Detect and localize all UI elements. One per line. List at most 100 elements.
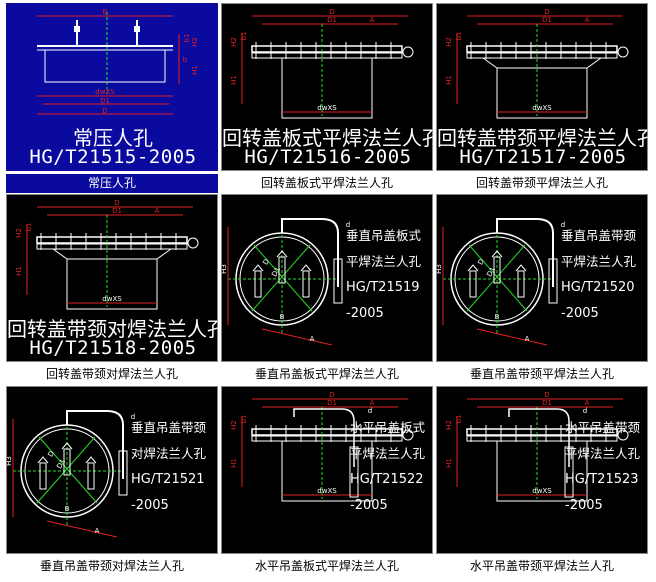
- dim-H2: H2: [15, 228, 23, 238]
- diagonal: [36, 436, 96, 504]
- hinge: [402, 46, 414, 58]
- dim-dwXS: dwXS: [532, 487, 552, 495]
- drawing-title: 回转盖带颈平焊法兰人孔: [437, 126, 656, 150]
- dim-A: A: [310, 335, 315, 343]
- dim-B: B: [495, 313, 500, 321]
- handle-bar: [469, 270, 477, 298]
- diagonal: [253, 244, 313, 312]
- side-title-line: 平焊法兰人孔: [565, 446, 641, 461]
- side-title-line: HG/T21521: [131, 472, 205, 487]
- dim-b1: b1: [240, 415, 248, 424]
- dim-dwXS: dwXS: [95, 88, 115, 96]
- handle-bar: [278, 256, 286, 284]
- item-caption[interactable]: 回转盖板式平焊法兰人孔: [260, 176, 393, 190]
- handle-tip: [276, 250, 288, 258]
- dim-line: [261, 328, 333, 346]
- dim-A: A: [95, 527, 100, 535]
- drawing-title: 回转盖板式平焊法兰人孔: [222, 126, 442, 150]
- dim-H1: H1: [445, 75, 453, 85]
- dim-D: D: [329, 8, 334, 16]
- dim-D: D: [544, 391, 549, 399]
- cover: [466, 428, 618, 436]
- shell: [44, 49, 166, 83]
- dim-D1: D1: [327, 16, 337, 24]
- dim-b1: b1: [25, 223, 33, 232]
- cover: [36, 236, 188, 244]
- item-caption[interactable]: 水平吊盖带颈平焊法兰人孔: [469, 559, 614, 573]
- dim-b1: b1: [455, 32, 463, 41]
- dim-A: A: [525, 335, 530, 343]
- cover: [251, 45, 403, 53]
- dim-D: D: [261, 258, 271, 267]
- dim-H2: H2: [230, 37, 238, 47]
- dim-B: B: [65, 505, 70, 513]
- neck: [482, 57, 602, 69]
- flange: [36, 243, 188, 250]
- dim-H1: H1: [445, 458, 453, 468]
- item-caption[interactable]: 水平吊盖板式平焊法兰人孔: [254, 559, 399, 573]
- dim-D: D: [476, 258, 486, 267]
- hinge: [402, 429, 414, 441]
- dim-D1: D1: [327, 399, 337, 407]
- side-title-line: 平焊法兰人孔: [350, 446, 426, 461]
- shell: [66, 258, 158, 310]
- handle-bar: [39, 462, 47, 490]
- handle-tip: [467, 264, 479, 272]
- dim-D1: D1: [542, 399, 552, 407]
- dim-A: A: [370, 399, 375, 407]
- dim-D: D: [114, 199, 119, 207]
- davit-arm: [66, 410, 124, 479]
- dim-line: [476, 328, 548, 346]
- handle-bar: [254, 270, 262, 298]
- item-caption[interactable]: 回转盖带颈平焊法兰人孔: [475, 176, 608, 190]
- flange: [251, 52, 403, 59]
- side-title-line: 平焊法兰人孔: [346, 254, 422, 269]
- cover: [251, 428, 403, 436]
- item-caption[interactable]: 常压人孔: [6, 174, 218, 193]
- hinge: [187, 237, 199, 249]
- handle-bar: [517, 270, 525, 298]
- item-caption[interactable]: 垂直吊盖带颈对焊法兰人孔: [39, 559, 184, 573]
- dim-D: D: [329, 391, 334, 399]
- handle-tip: [491, 250, 503, 258]
- dim-H1: H1: [191, 65, 199, 75]
- dim-b1: b1: [455, 415, 463, 424]
- dim-d: d: [583, 407, 587, 415]
- side-title-line: -2005: [561, 306, 599, 321]
- inner-circle: [454, 236, 540, 322]
- item-caption[interactable]: 垂直吊盖带颈平焊法兰人孔: [469, 367, 614, 381]
- item-caption[interactable]: 垂直吊盖板式平焊法兰人孔: [254, 367, 399, 381]
- diagonal: [251, 244, 311, 312]
- side-title-line: 垂直吊盖板式: [346, 228, 422, 243]
- dim-D1: D1: [270, 266, 282, 279]
- handle-bar: [87, 462, 95, 490]
- dim-dwXS: dwXS: [102, 295, 122, 303]
- item-caption[interactable]: 回转盖带颈对焊法兰人孔: [45, 367, 178, 381]
- handle-bar: [302, 270, 310, 298]
- dim-D1: D1: [112, 207, 122, 215]
- inner-circle: [239, 236, 325, 322]
- dim-line: [46, 520, 118, 538]
